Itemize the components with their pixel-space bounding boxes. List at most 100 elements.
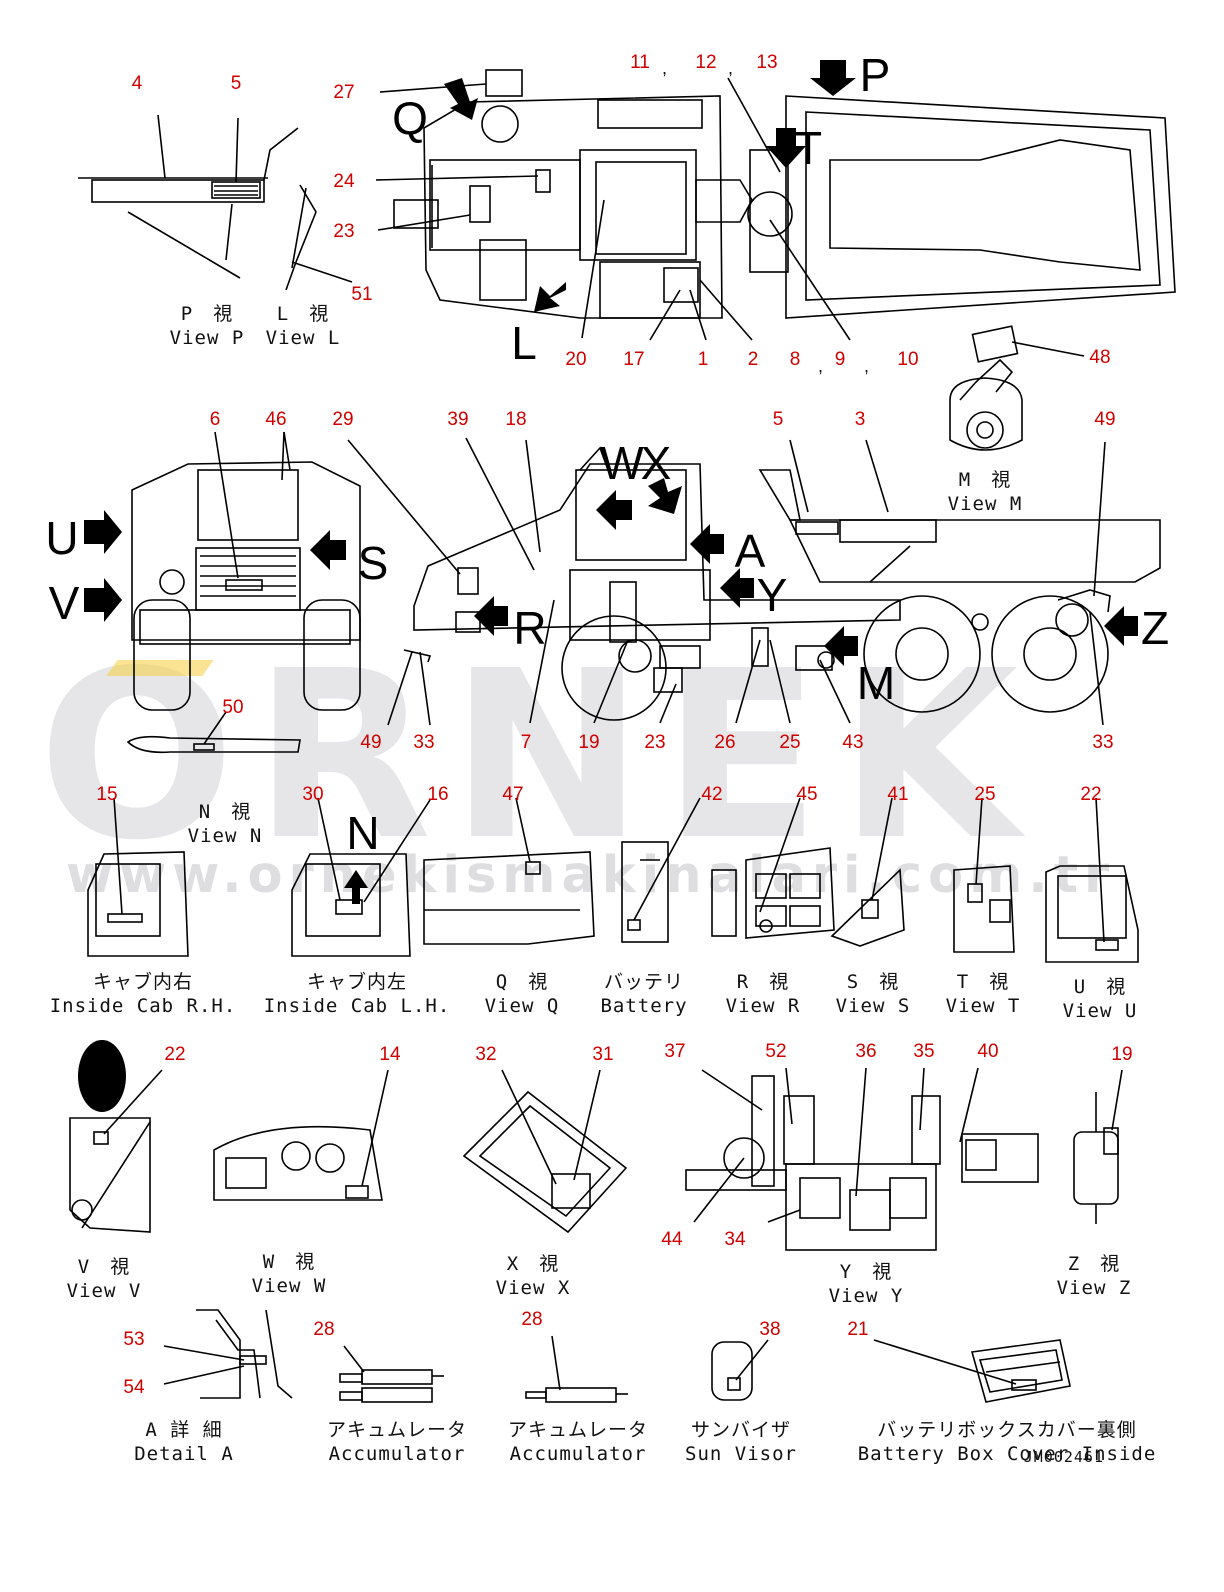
- callout-number: 8: [789, 349, 801, 370]
- view-direction-letter: T: [793, 122, 823, 174]
- view-direction-letter: L: [511, 317, 537, 369]
- view-caption-japanese: バッテリ: [603, 971, 685, 993]
- callout-number: 5: [230, 73, 242, 94]
- top-view-drawing: [375, 69, 1176, 341]
- view-v-drawing: [69, 1040, 163, 1233]
- view-p-drawing: [78, 114, 299, 279]
- view-caption-japanese: W 視: [262, 1251, 316, 1273]
- callout-number: 49: [1094, 409, 1116, 430]
- view-caption-japanese: U 視: [1073, 976, 1127, 998]
- view-caption-japanese: N 視: [198, 801, 252, 823]
- view-caption-english: View U: [1062, 1000, 1138, 1022]
- view-direction-letter: P: [859, 49, 891, 101]
- callout-number: 28: [313, 1319, 335, 1340]
- callout-number: 47: [502, 784, 524, 805]
- callout-number: 25: [779, 732, 801, 753]
- callout-number: 28: [521, 1309, 543, 1330]
- view-caption-english: View Q: [484, 995, 560, 1017]
- callout-number: 21: [847, 1319, 869, 1340]
- cab-interior-drawings: [87, 797, 431, 957]
- callout-number: 38: [759, 1319, 781, 1340]
- battery-box-cover-drawing: [873, 1339, 1071, 1403]
- view-caption-japanese: キャブ内右: [92, 971, 193, 993]
- view-y-drawing: [685, 1067, 1039, 1251]
- view-r-drawing: [711, 797, 835, 939]
- view-direction-letter: R: [513, 602, 547, 654]
- callout-number: 43: [842, 732, 864, 753]
- callout-number: 40: [977, 1041, 999, 1062]
- view-caption-japanese: R 視: [736, 971, 790, 993]
- callout-number: 31: [592, 1044, 614, 1065]
- view-direction-arrows: [84, 60, 1138, 904]
- watermark-url: www.ornekismakinalari.com.tr: [66, 846, 1116, 905]
- callout-number: 54: [123, 1377, 145, 1398]
- view-caption-english: View V: [66, 1280, 142, 1302]
- front-view-drawing: [131, 431, 361, 711]
- callout-number: 35: [913, 1041, 935, 1062]
- view-direction-letter: M: [856, 657, 896, 709]
- detail-a-drawing: [163, 1309, 293, 1399]
- view-caption-english: Battery: [600, 995, 688, 1017]
- callout-number: 41: [887, 784, 909, 805]
- view-q-drawing: [423, 797, 595, 945]
- separator-comma: ,: [864, 356, 870, 376]
- callout-number: 3: [854, 409, 866, 430]
- view-caption-english: Sun Visor: [685, 1443, 797, 1465]
- view-caption-english: Detail A: [134, 1443, 234, 1465]
- callout-number: 7: [520, 732, 532, 753]
- callout-number: 36: [855, 1041, 877, 1062]
- callout-number: 42: [701, 784, 723, 805]
- view-caption-english: Battery Box Cover Inside: [857, 1443, 1157, 1465]
- view-caption-english: View T: [945, 995, 1021, 1017]
- callout-number: 37: [664, 1041, 686, 1062]
- view-caption-japanese: M 視: [958, 469, 1012, 491]
- drawing-code: JM002461: [1023, 1448, 1104, 1466]
- callout-number: 13: [756, 52, 778, 73]
- callout-number: 22: [1080, 784, 1102, 805]
- view-caption-japanese: アキュムレータ: [326, 1419, 468, 1441]
- view-caption-japanese: P 視: [180, 303, 234, 325]
- view-z-drawing: [1073, 1069, 1123, 1224]
- callout-number: 24: [333, 171, 355, 192]
- view-direction-letter: X: [640, 437, 672, 489]
- view-direction-letter: Y: [756, 569, 788, 621]
- view-caption-japanese: アキュムレータ: [507, 1419, 649, 1441]
- callout-number: 1: [697, 349, 709, 370]
- view-direction-letter: U: [45, 512, 79, 564]
- callout-number: 27: [333, 82, 355, 103]
- callout-number: 46: [265, 409, 287, 430]
- view-direction-letter: W: [600, 437, 644, 489]
- callout-number: 10: [897, 349, 919, 370]
- view-caption-english: Accumulator: [328, 1443, 466, 1465]
- view-direction-letter: S: [357, 537, 389, 589]
- view-caption-english: View Y: [828, 1285, 904, 1307]
- view-s-drawing: [830, 797, 905, 947]
- callout-number: 30: [302, 784, 324, 805]
- view-u-drawing: [1045, 797, 1139, 963]
- callout-number: 52: [765, 1041, 787, 1062]
- view-caption-japanese: Z 視: [1067, 1253, 1121, 1275]
- separator-comma: ,: [662, 58, 668, 78]
- callout-number: 25: [974, 784, 996, 805]
- view-l-drawing: [285, 184, 353, 291]
- view-caption-japanese: サンバイザ: [690, 1419, 792, 1441]
- callout-number: 44: [661, 1229, 683, 1250]
